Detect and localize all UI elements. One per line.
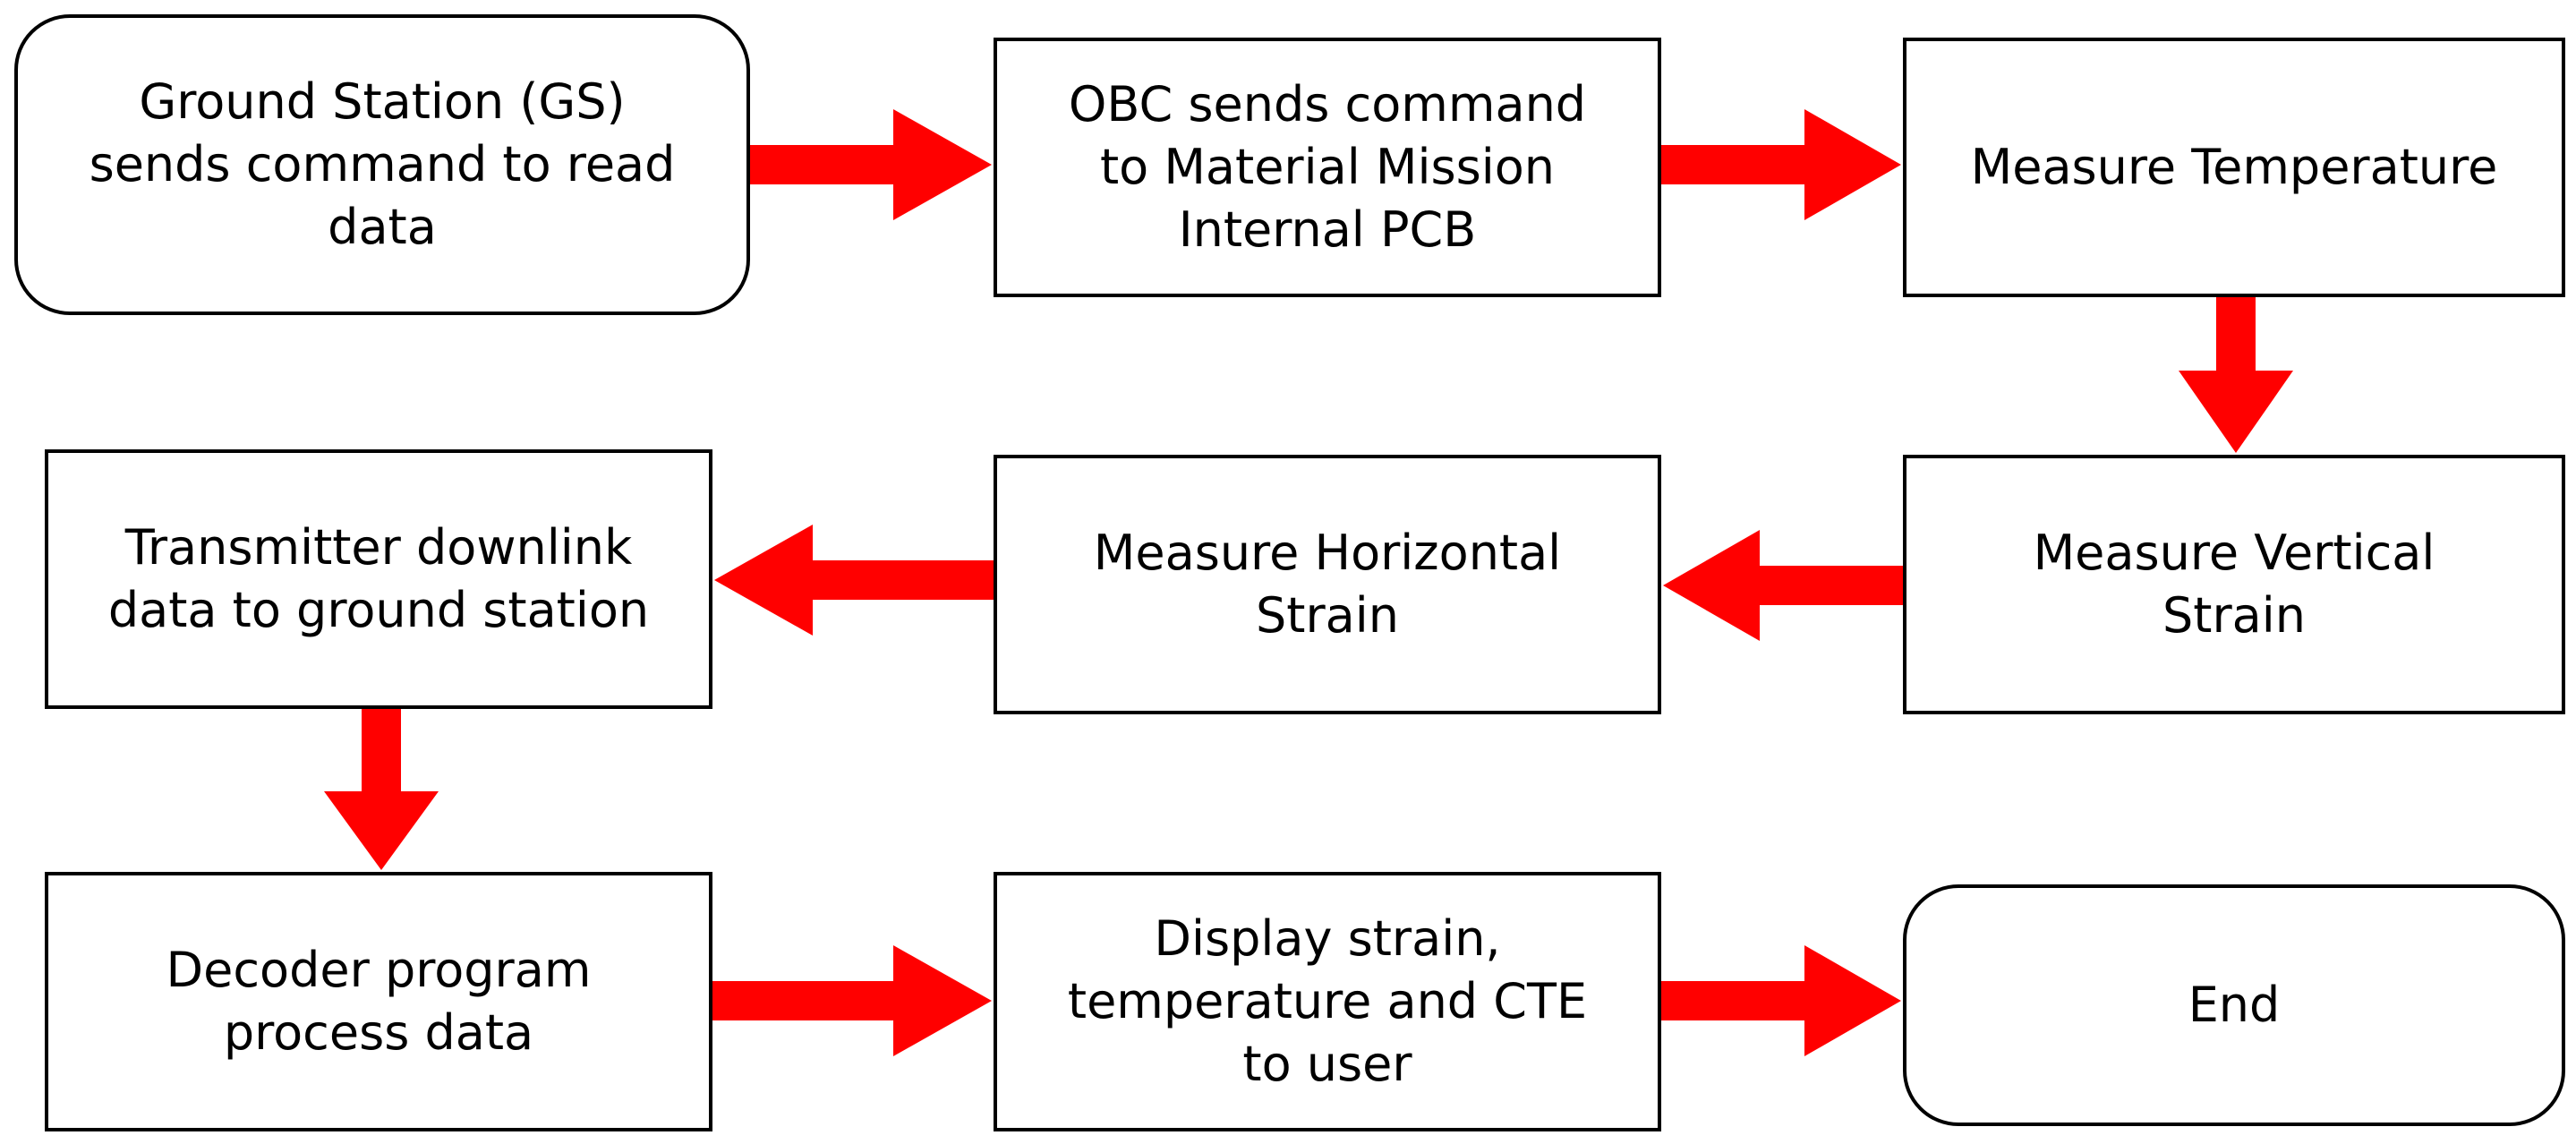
arrow-horizontal-strain-to-transmitter (714, 525, 994, 636)
arrow-obc-to-measure-temperature (1661, 109, 1901, 220)
node-decoder-program: Decoder program process data (45, 872, 712, 1131)
node-ground-station: Ground Station (GS) sends command to rea… (14, 14, 750, 315)
arrow-decoder-to-display (712, 945, 992, 1056)
node-transmitter-downlink: Transmitter downlink data to ground stat… (45, 449, 712, 709)
node-measure-vertical-strain: Measure Vertical Strain (1903, 455, 2565, 714)
arrow-transmitter-to-decoder (324, 709, 439, 870)
node-display-results: Display strain, temperature and CTE to u… (994, 872, 1661, 1131)
node-measure-horizontal-strain: Measure Horizontal Strain (994, 455, 1661, 714)
arrow-measure-temperature-to-vertical-strain (2179, 297, 2293, 453)
node-measure-temperature: Measure Temperature (1903, 38, 2565, 297)
node-obc-command: OBC sends command to Material Mission In… (994, 38, 1661, 297)
arrow-display-to-end (1661, 945, 1901, 1056)
node-end: End (1903, 884, 2565, 1126)
arrow-vertical-strain-to-horizontal-strain (1663, 530, 1903, 641)
arrow-ground-station-to-obc (750, 109, 992, 220)
